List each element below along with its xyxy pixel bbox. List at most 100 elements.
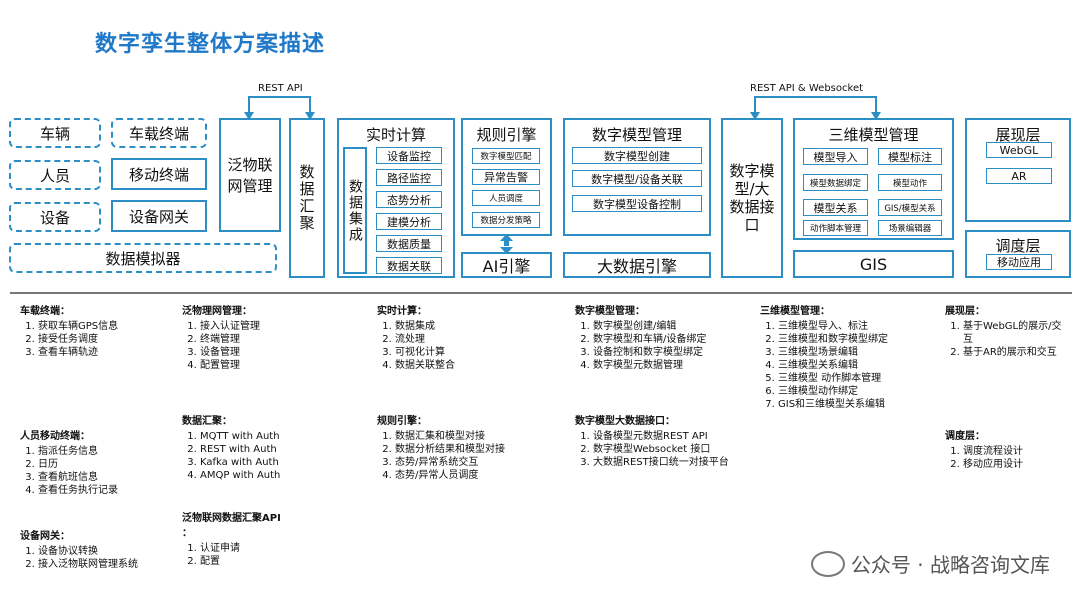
- sync-icon: [500, 234, 513, 254]
- desc-item: 数据汇集和模型对接: [395, 430, 562, 443]
- data-gather-box: 数据汇聚: [289, 118, 325, 278]
- desc-item: 数字模型元数据管理: [593, 359, 750, 372]
- 3d-model-item: 模型导入: [803, 148, 868, 165]
- rule-item: 数字模型匹配: [472, 148, 540, 164]
- data-integration-label: 数据集成: [347, 178, 363, 243]
- desc-dispatch-layer: 调度层： 调度流程设计 移动应用设计: [945, 430, 1070, 471]
- realtime-item: 数据质量: [376, 235, 442, 252]
- desc-item: 数据分析结果和模型对接: [395, 443, 562, 456]
- bigdata-engine-box: 大数据引擎: [563, 252, 711, 278]
- device-gateway-box: 设备网关: [111, 200, 207, 232]
- digital-model-title: 数字模型管理: [591, 126, 682, 144]
- desc-item: 数字模型和车辆/设备绑定: [593, 333, 750, 346]
- display-item-ar: AR: [986, 168, 1052, 184]
- 3d-model-title: 三维模型管理: [828, 126, 919, 144]
- desc-iot-api: 泛物联网数据汇聚API ： 认证申请 配置: [182, 512, 362, 568]
- desc-item: 设备协议转换: [38, 545, 170, 558]
- desc-item: 配置管理: [200, 359, 362, 372]
- rule-engine-title: 规则引擎: [476, 126, 537, 144]
- desc-display-layer: 展现层： 基于WebGL的展示/交互 基于AR的展示和交互: [945, 305, 1070, 359]
- 3d-model-item: 模型动作: [878, 174, 942, 191]
- display-item-webgl: WebGL: [986, 142, 1052, 158]
- 3d-model-item: 场景编辑器: [878, 220, 942, 236]
- desc-heading: 设备网关：: [20, 531, 70, 542]
- desc-item: 接入泛物联网管理系统: [38, 558, 170, 571]
- watermark: 公众号 · 战略咨询文库: [810, 549, 1050, 578]
- desc-item: 终端管理: [200, 333, 362, 346]
- desc-item: 态势/异常人员调度: [395, 469, 562, 482]
- desc-item: 数据关联整合: [395, 359, 562, 372]
- desc-person-mobile: 人员移动终端： 指派任务信息 日历 查看航班信息 查看任务执行记录: [20, 430, 170, 497]
- data-simulator-box: 数据模拟器: [9, 243, 277, 273]
- desc-item: 设备模型元数据REST API: [593, 430, 750, 443]
- desc-item: 数字模型Websocket 接口: [593, 443, 750, 456]
- desc-heading: 泛物理网管理：: [182, 306, 252, 317]
- desc-heading: 展现层：: [945, 306, 985, 317]
- desc-data-gather: 数据汇聚： MQTT with Auth REST with Auth Kafk…: [182, 415, 362, 482]
- watermark-text: 公众号 · 战略咨询文库: [850, 553, 1050, 577]
- desc-item: 日历: [38, 458, 170, 471]
- desc-item: 查看车辆轨迹: [38, 346, 170, 359]
- desc-item: 配置: [200, 555, 362, 568]
- desc-heading: 泛物联网数据汇聚API: [182, 513, 281, 524]
- desc-item: 接入认证管理: [200, 320, 362, 333]
- desc-digital-model-api: 数字模型大数据接口： 设备模型元数据REST API 数字模型Websocket…: [575, 415, 750, 469]
- desc-heading: 数字模型管理：: [575, 306, 645, 317]
- desc-item: 基于WebGL的展示/交互: [963, 320, 1070, 346]
- desc-item: Kafka with Auth: [200, 456, 362, 469]
- vehicle-box: 车辆: [9, 118, 101, 148]
- desc-item: 数据集成: [395, 320, 562, 333]
- desc-heading: 规则引擎：: [377, 416, 427, 427]
- desc-3d-model: 三维模型管理： 三维模型导入、标注 三维模型和数字模型绑定 三维模型场景编辑 三…: [760, 305, 938, 411]
- desc-item: 态势/异常系统交互: [395, 456, 562, 469]
- desc-vehicle-terminal: 车载终端： 获取车辆GPS信息 接受任务调度 查看车辆轨迹: [20, 305, 170, 359]
- section-divider: [10, 292, 1072, 294]
- rest-api-websocket-label: REST API & Websocket: [750, 83, 864, 94]
- desc-item: 数字模型创建/编辑: [593, 320, 750, 333]
- rest-api-label: REST API: [258, 83, 303, 94]
- desc-item: 三维模型和数字模型绑定: [778, 333, 938, 346]
- desc-item: 设备控制和数字模型绑定: [593, 346, 750, 359]
- 3d-model-item: 模型数据绑定: [803, 174, 868, 191]
- data-integration-box: 数据集成: [343, 147, 367, 274]
- desc-digital-model: 数字模型管理： 数字模型创建/编辑 数字模型和车辆/设备绑定 设备控制和数字模型…: [575, 305, 750, 372]
- page-title: 数字孪生整体方案描述: [95, 32, 326, 57]
- desc-realtime: 实时计算： 数据集成 流处理 可视化计算 数据关联整合: [377, 305, 562, 372]
- desc-heading: 三维模型管理：: [760, 306, 830, 317]
- desc-item: 流处理: [395, 333, 562, 346]
- ai-engine-box: AI引擎: [461, 252, 552, 278]
- desc-heading: 人员移动终端：: [20, 431, 90, 442]
- dispatch-layer-title: 调度层: [995, 237, 1041, 255]
- desc-item: 设备管理: [200, 346, 362, 359]
- desc-item: AMQP with Auth: [200, 469, 362, 482]
- desc-item: 接受任务调度: [38, 333, 170, 346]
- dispatch-item: 移动应用: [986, 254, 1052, 270]
- realtime-item: 路径监控: [376, 169, 442, 186]
- desc-heading: 数据汇聚：: [182, 416, 232, 427]
- realtime-compute-title: 实时计算: [365, 126, 426, 144]
- desc-item: 大数据REST接口统一对接平台: [593, 456, 750, 469]
- rest-api-left-connector: [248, 96, 311, 118]
- desc-heading: 车载终端：: [20, 306, 70, 317]
- desc-item: 三维模型关系编辑: [778, 359, 938, 372]
- desc-heading-colon: ：: [182, 528, 192, 539]
- desc-item: 查看任务执行记录: [38, 484, 170, 497]
- desc-heading: 调度层：: [945, 431, 985, 442]
- desc-item: MQTT with Auth: [200, 430, 362, 443]
- wechat-icon: [810, 550, 845, 577]
- desc-iot-management: 泛物理网管理： 接入认证管理 终端管理 设备管理 配置管理: [182, 305, 362, 372]
- 3d-model-item: GIS/模型关系: [878, 199, 942, 216]
- 3d-model-item: 动作脚本管理: [803, 220, 868, 236]
- digital-model-item: 数字模型创建: [572, 147, 702, 164]
- desc-item: REST with Auth: [200, 443, 362, 456]
- digital-model-item: 数字模型设备控制: [572, 195, 702, 212]
- vehicle-terminal-box: 车载终端: [111, 118, 207, 148]
- desc-item: 查看航班信息: [38, 471, 170, 484]
- 3d-model-item: 模型标注: [878, 148, 942, 165]
- digital-model-api-box: 数字模型/大数据接口: [721, 118, 783, 278]
- desc-item: 基于AR的展示和交互: [963, 346, 1070, 359]
- arrow-left-down-2: [305, 112, 315, 120]
- rule-item: 数据分发策略: [472, 212, 540, 228]
- desc-item: 调度流程设计: [963, 445, 1070, 458]
- desc-item: 可视化计算: [395, 346, 562, 359]
